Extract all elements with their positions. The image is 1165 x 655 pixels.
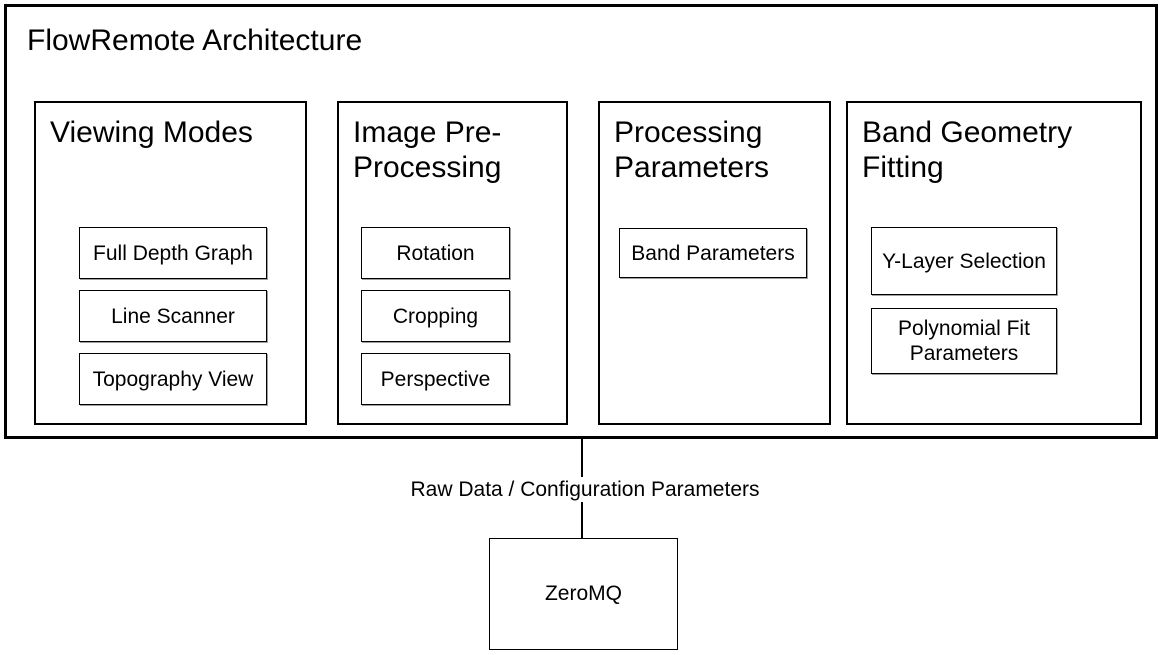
node-label: Polynomial Fit Parameters: [898, 317, 1030, 365]
column-processing-parameters: Processing Parameters Band Parameters: [598, 101, 831, 425]
node-rotation: Rotation: [361, 227, 510, 279]
architecture-container: FlowRemote Architecture Viewing Modes Fu…: [4, 4, 1158, 439]
node-polynomial-fit-parameters: Polynomial Fit Parameters: [871, 308, 1057, 374]
column-title-band-geometry-fitting: Band Geometry Fitting: [862, 116, 1073, 184]
node-label: Cropping: [392, 304, 479, 328]
node-label: Rotation: [396, 241, 475, 265]
node-y-layer-selection: Y-Layer Selection: [871, 227, 1057, 295]
diagram-title: FlowRemote Architecture: [27, 24, 363, 57]
column-title-processing-parameters: Processing Parameters: [614, 116, 770, 184]
node-band-parameters: Band Parameters: [619, 228, 807, 278]
node-line-scanner: Line Scanner: [79, 290, 267, 342]
column-title-image-pre-processing: Image Pre-Processing: [353, 116, 502, 184]
node-zeromq: ZeroMQ: [489, 538, 678, 650]
node-perspective: Perspective: [361, 353, 510, 405]
node-label: Perspective: [380, 367, 491, 391]
column-image-pre-processing: Image Pre-Processing Rotation Cropping P…: [337, 101, 568, 425]
node-label: Line Scanner: [111, 304, 235, 328]
node-label: ZeroMQ: [544, 582, 622, 605]
node-cropping: Cropping: [361, 290, 510, 342]
connector-label: Raw Data / Configuration Parameters: [405, 477, 765, 502]
node-label: Topography View: [92, 367, 254, 391]
column-band-geometry-fitting: Band Geometry Fitting Y-Layer Selection …: [846, 101, 1142, 425]
column-title-viewing-modes: Viewing Modes: [50, 116, 253, 149]
node-label: Band Parameters: [631, 241, 795, 265]
node-full-depth-graph: Full Depth Graph: [79, 227, 267, 279]
column-viewing-modes: Viewing Modes Full Depth Graph Line Scan…: [34, 101, 307, 425]
node-topography-view: Topography View: [79, 353, 267, 405]
node-label: Y-Layer Selection: [882, 249, 1046, 273]
node-label: Full Depth Graph: [93, 241, 253, 265]
